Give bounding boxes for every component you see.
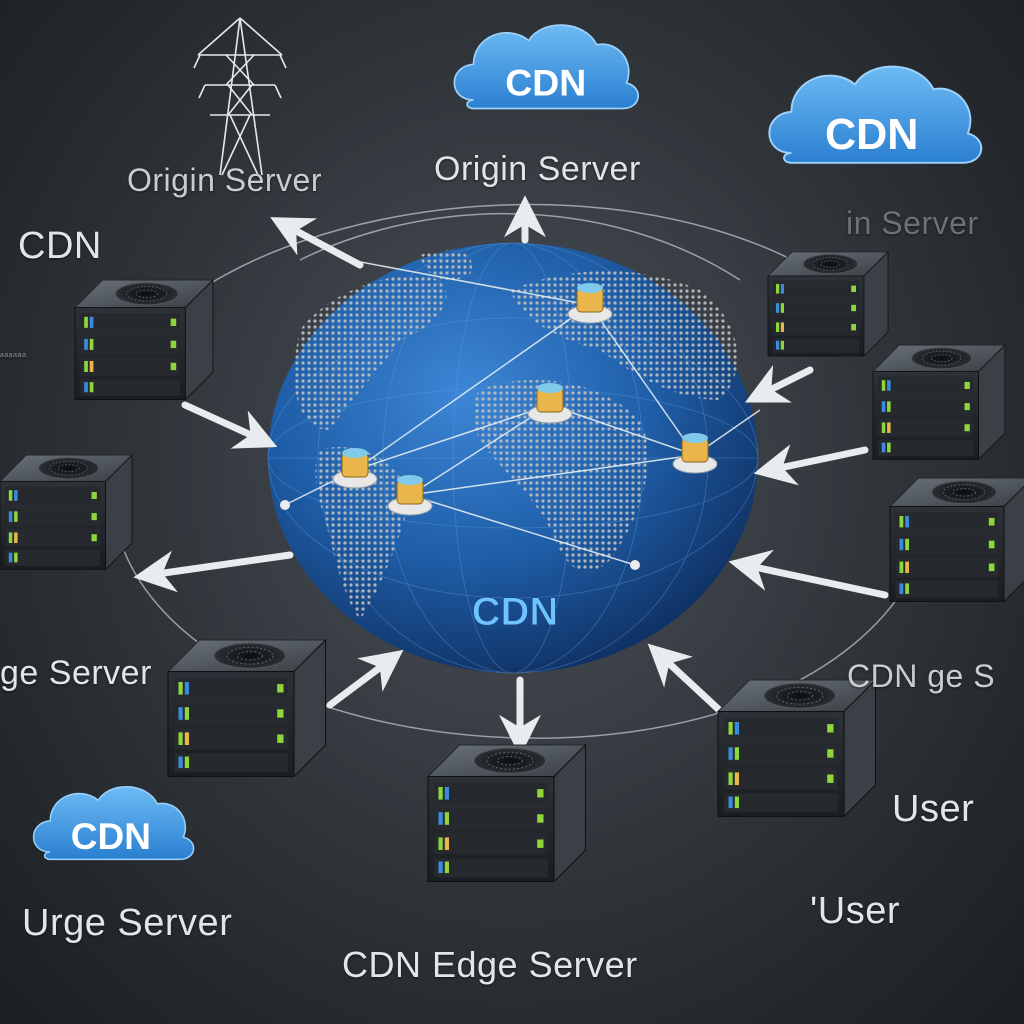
cloud-label: CDN [505,62,586,104]
server-rack-icon [889,477,1024,602]
cloud-icon: CDN [32,786,195,861]
edge-server-label: CDN ge S [847,658,996,694]
transmission-tower-icon [193,17,287,176]
cloud-label: CDN [825,111,918,159]
tiny-label: aaaaaa [0,352,27,359]
arrow-to-origin-left [270,217,364,269]
arrow-left-mid [133,550,294,593]
cdn-edge-server-label: CDN Edge Server [342,944,638,985]
continent-south-america [315,447,410,620]
arrow-right-top [744,364,814,403]
arrow-left-upper [181,401,278,449]
server-rack-icon [767,251,889,357]
arrow-right-mid [728,549,889,599]
server-rack-icon [167,639,327,778]
edge-server-label: Urge Server [22,902,233,944]
arrow-right-lower [647,643,734,724]
continent-greenland [420,250,472,280]
origin-server-label: Origin Server [434,150,641,188]
arrow-left-lower [326,649,404,709]
origin-server-label: Origin Server [127,162,322,198]
globe-cdn-label: CDN [472,590,559,634]
arrow-right-upper [753,444,869,486]
cdn-label: CDN [18,225,102,267]
continent-eurasia [510,271,738,400]
cloud-icon: CDN [453,24,640,110]
route-endpoint [280,500,290,510]
user-label: User [892,788,975,830]
origin-server-label: in Server [846,205,979,241]
flow-arrows [133,195,889,757]
user-label: 'User [810,890,900,932]
server-rack-icon [0,454,133,570]
route-endpoint [630,560,640,570]
cloud-label: CDN [71,816,151,857]
edge-server-label: ge Server [0,654,152,692]
continent-africa [472,380,649,572]
server-rack-icon [427,744,587,883]
cloud-icon: CDN [768,65,983,164]
server-rack-icon [872,344,1006,460]
continent-north-america [294,275,447,430]
globe: CDN [267,242,761,674]
server-rack-icon [74,279,214,401]
server-rack-icon [717,679,877,818]
continents [294,250,738,620]
